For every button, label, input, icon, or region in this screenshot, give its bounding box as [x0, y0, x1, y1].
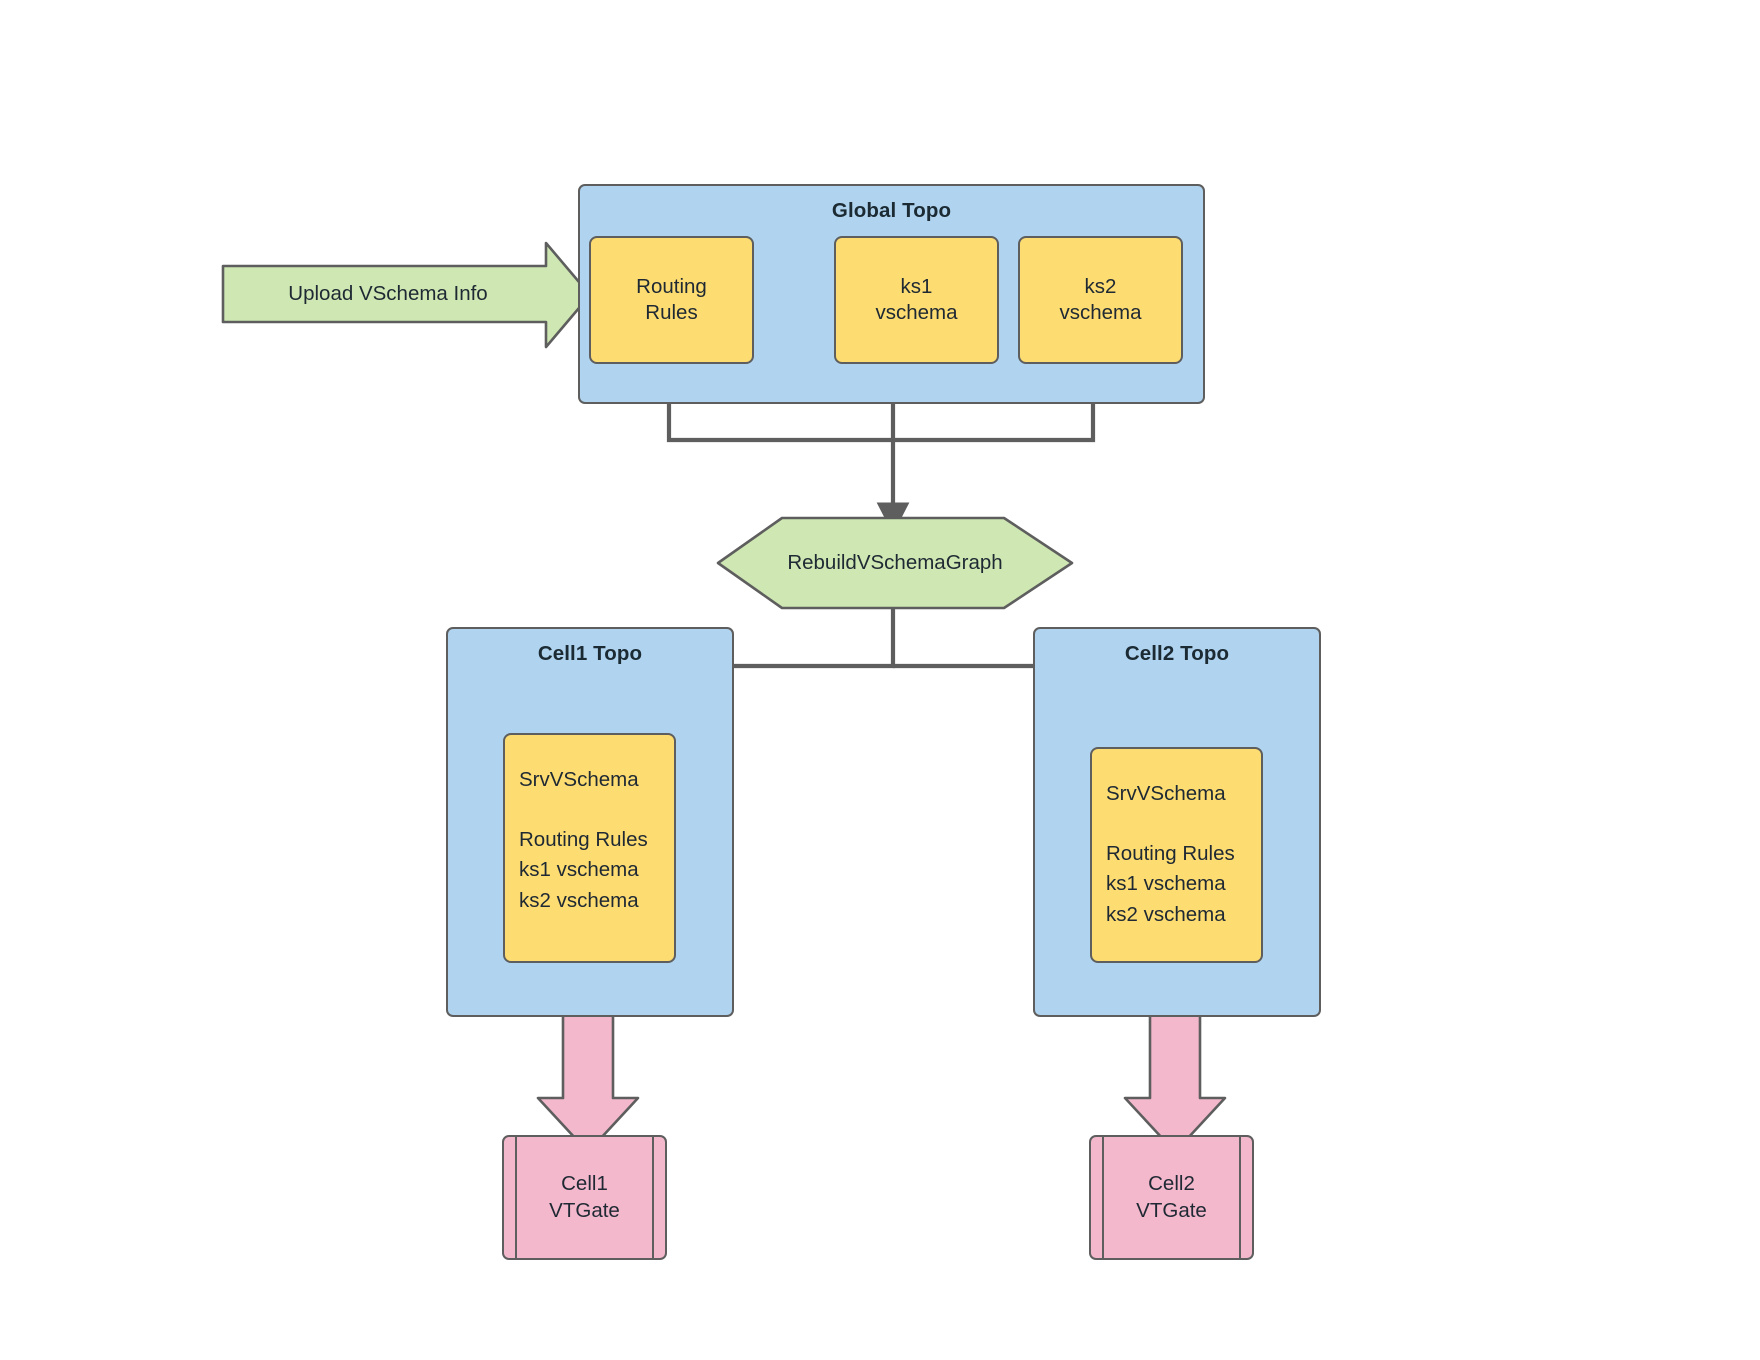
rebuild-hexagon-shape: [716, 516, 1074, 610]
cell1-vtgate-label: Cell1 VTGate: [549, 1171, 620, 1222]
global-topo-node-ks1-vschema[interactable]: ks1 vschema: [834, 236, 999, 364]
node-label: Routing Rules: [636, 274, 707, 324]
upload-vschema-arrow-shape: [221, 241, 592, 349]
cell2-srvvschema-node[interactable]: SrvVSchema Routing Rules ks1 vschema ks2…: [1090, 747, 1263, 963]
global-topo-title: Global Topo: [831, 199, 952, 222]
node-label: ks1 vschema: [875, 274, 958, 324]
global-topo-node-routing-rules[interactable]: Routing Rules: [589, 236, 754, 364]
cell1-srvvschema-node[interactable]: SrvVSchema Routing Rules ks1 vschema ks2…: [503, 733, 676, 963]
cell2-vtgate-node[interactable]: Cell2 VTGate: [1089, 1134, 1254, 1261]
cell1-vtgate-node[interactable]: Cell1 VTGate: [502, 1134, 667, 1261]
cell2-srvvschema-text: SrvVSchema Routing Rules ks1 vschema ks2…: [1106, 782, 1235, 926]
cell2-vtgate-label: Cell2 VTGate: [1136, 1171, 1207, 1222]
cell2-topo-title: Cell2 Topo: [1124, 642, 1230, 665]
node-label: ks2 vschema: [1059, 274, 1142, 324]
global-topo-node-ks2-vschema[interactable]: ks2 vschema: [1018, 236, 1183, 364]
cell1-srvvschema-text: SrvVSchema Routing Rules ks1 vschema ks2…: [519, 768, 648, 912]
cell1-topo-title: Cell1 Topo: [537, 642, 643, 665]
